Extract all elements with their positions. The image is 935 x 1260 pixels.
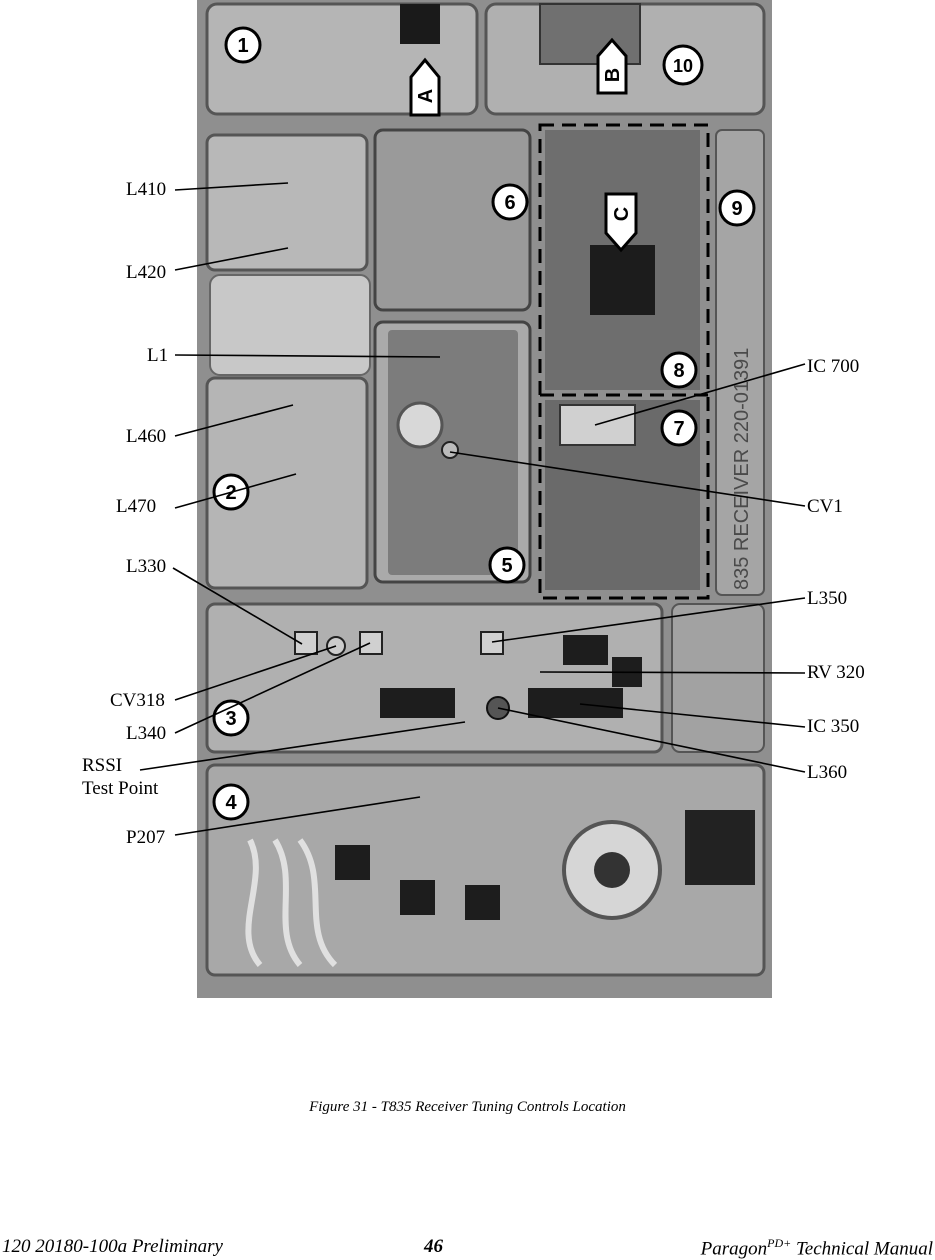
label-l360: L360 bbox=[807, 762, 848, 783]
ic350-chip bbox=[528, 688, 623, 718]
badge-3-circle bbox=[212, 699, 250, 737]
l330-coil bbox=[294, 631, 318, 655]
label-cv318: CV318 bbox=[110, 690, 165, 711]
footer-page-number: 46 bbox=[424, 1236, 443, 1258]
leader-l420 bbox=[174, 247, 289, 271]
left-bracket bbox=[209, 274, 371, 376]
label-l340: L340 bbox=[126, 723, 167, 744]
compartment-label-plate bbox=[671, 603, 765, 753]
arrow-a-shape bbox=[409, 57, 441, 117]
manual-superscript: PD+ bbox=[767, 1236, 792, 1250]
ic-dip-1 bbox=[380, 688, 455, 718]
arrow-a-label: A bbox=[415, 89, 437, 103]
leader-rv320 bbox=[539, 671, 806, 674]
badge-4: 4 bbox=[225, 792, 237, 814]
leader-l350 bbox=[491, 597, 806, 643]
badge-6-circle bbox=[491, 183, 529, 221]
board-side-print: 835 RECEIVER 220-01391 bbox=[731, 348, 753, 590]
section-badges: 1 2 3 4 5 6 7 8 9 10 bbox=[212, 26, 756, 821]
badge-7: 7 bbox=[673, 418, 684, 440]
footer-doc-id: 120 20180-100a Preliminary bbox=[2, 1236, 223, 1257]
badge-8-circle bbox=[660, 351, 698, 389]
label-l470: L470 bbox=[116, 496, 157, 517]
label-rssi-line1: RSSI bbox=[82, 755, 123, 776]
leader-l410 bbox=[174, 182, 289, 191]
compartment-4 bbox=[205, 763, 766, 977]
label-l410: L410 bbox=[126, 179, 167, 200]
ic-chip bbox=[590, 245, 655, 315]
badge-10: 10 bbox=[673, 56, 693, 76]
badge-9-circle bbox=[718, 189, 756, 227]
badge-8: 8 bbox=[673, 360, 684, 382]
badge-6: 6 bbox=[504, 192, 515, 214]
badge-10-circle bbox=[662, 44, 704, 86]
footer-manual-title: ParagonPD+ Technical Manual bbox=[701, 1236, 933, 1260]
l340-coil bbox=[359, 631, 383, 655]
coax-cables bbox=[245, 838, 338, 968]
compartment-6 bbox=[373, 128, 532, 312]
leader-ic700 bbox=[594, 363, 806, 426]
arrow-markers: A B C bbox=[409, 37, 638, 253]
badge-4-circle bbox=[212, 783, 250, 821]
label-l1: L1 bbox=[147, 345, 169, 366]
arrow-b-label: B bbox=[602, 68, 624, 82]
page-number: 46 bbox=[424, 1236, 443, 1257]
badge-1: 1 bbox=[237, 35, 248, 57]
label-l460: L460 bbox=[126, 426, 167, 447]
label-cv1: CV1 bbox=[807, 496, 843, 517]
speaker-pot-hub bbox=[594, 852, 630, 888]
label-ic700: IC 700 bbox=[807, 356, 860, 377]
ic-dip-3 bbox=[335, 845, 370, 880]
leader-l460 bbox=[174, 404, 294, 437]
leader-l470 bbox=[174, 473, 297, 509]
l350-coil bbox=[480, 631, 504, 655]
leader-l330 bbox=[172, 567, 303, 645]
leader-cv318 bbox=[174, 645, 337, 701]
badge-7-circle bbox=[660, 409, 698, 447]
dashed-outline-8-7 bbox=[538, 123, 710, 600]
badge-3: 3 bbox=[225, 708, 236, 730]
arrow-c-label: C bbox=[611, 207, 633, 221]
leader-ic350 bbox=[579, 703, 806, 728]
leader-l360 bbox=[497, 707, 806, 773]
shield-can bbox=[396, 401, 444, 449]
label-p207: P207 bbox=[126, 827, 166, 848]
label-l350: L350 bbox=[807, 588, 848, 609]
ic-dip-4 bbox=[400, 880, 435, 915]
leader-rssi bbox=[139, 721, 466, 771]
compartment-3 bbox=[205, 602, 664, 754]
compartment-l410 bbox=[205, 133, 369, 272]
cv1-trimmer bbox=[441, 441, 459, 459]
label-l330: L330 bbox=[126, 556, 167, 577]
leader-l340 bbox=[174, 642, 371, 734]
connector-a bbox=[400, 4, 440, 44]
leader-cv1 bbox=[449, 451, 806, 507]
arrow-c-shape bbox=[604, 192, 638, 253]
badge-9: 9 bbox=[731, 198, 742, 220]
label-l420: L420 bbox=[126, 262, 167, 283]
leader-p207 bbox=[174, 796, 421, 836]
label-rv320: RV 320 bbox=[807, 662, 865, 683]
badge-5: 5 bbox=[501, 555, 512, 577]
badge-5-circle bbox=[488, 546, 526, 584]
manual-suffix: Technical Manual bbox=[791, 1238, 933, 1260]
ic-dip-5 bbox=[465, 885, 500, 920]
leader-l1 bbox=[174, 354, 441, 358]
label-rssi-line2: Test Point bbox=[82, 778, 159, 799]
compartment-9 bbox=[715, 129, 765, 596]
leader-lines bbox=[139, 182, 806, 836]
compartment-2 bbox=[205, 376, 369, 590]
arrow-b-shape bbox=[596, 37, 628, 95]
ic-dip-2 bbox=[563, 635, 608, 665]
manual-name: Paragon bbox=[700, 1238, 768, 1260]
relay-block bbox=[685, 810, 755, 885]
figure-caption: Figure 31 - T835 Receiver Tuning Control… bbox=[309, 1099, 626, 1115]
badge-1-circle bbox=[224, 26, 262, 64]
label-ic350: IC 350 bbox=[807, 716, 860, 737]
